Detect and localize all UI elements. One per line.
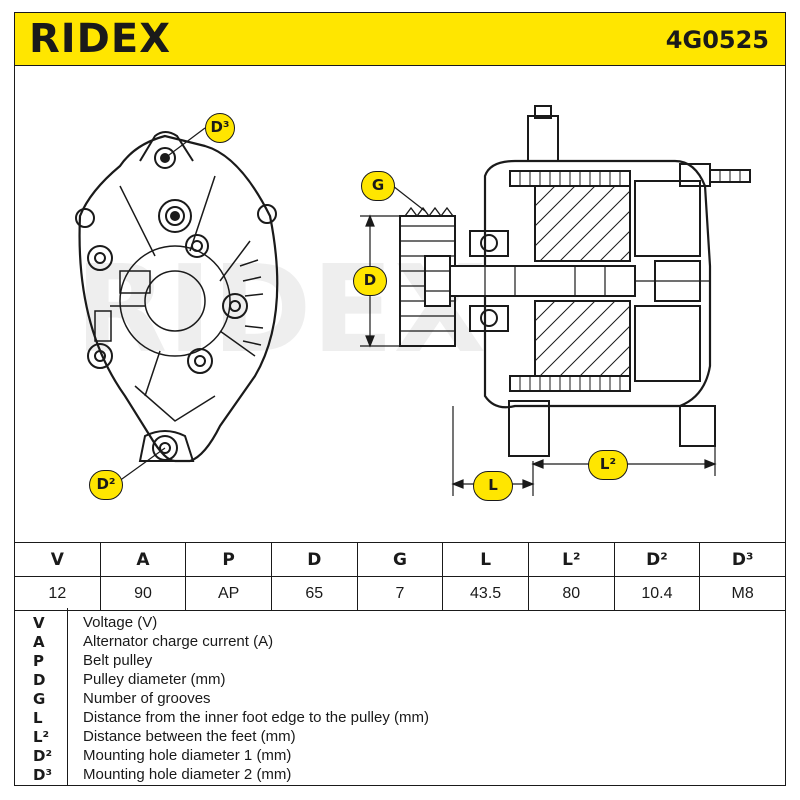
legend-key: D³: [33, 766, 53, 784]
legend-key: G: [33, 690, 46, 708]
spec-value: 12: [14, 576, 101, 611]
label-d3: D³: [205, 113, 235, 143]
legend: V Voltage (V) A Alternator charge curren…: [14, 608, 786, 786]
legend-desc: Distance between the feet (mm): [83, 728, 296, 745]
legend-desc: Belt pulley: [83, 652, 153, 669]
legend-desc: Pulley diameter (mm): [83, 671, 226, 688]
legend-desc: Voltage (V): [83, 614, 158, 631]
spec-header: L: [442, 542, 529, 577]
spec-header: P: [185, 542, 272, 577]
legend-key: D: [33, 671, 46, 689]
spec-value-row: 12 90 AP 65 7 43.5 80 10.4 M8: [14, 576, 786, 611]
legend-key: L: [33, 709, 43, 727]
legend-desc: Mounting hole diameter 2 (mm): [83, 766, 292, 783]
spec-header: G: [356, 542, 444, 577]
spec-header: V: [14, 542, 101, 577]
legend-desc: Mounting hole diameter 1 (mm): [83, 747, 292, 764]
label-d2: D²: [89, 470, 123, 500]
section-view: [399, 105, 751, 457]
alternator-drawing: RIDEX: [15, 66, 785, 542]
legend-key: P: [33, 652, 44, 670]
legend-key: D²: [33, 747, 53, 765]
legend-key: V: [33, 614, 45, 632]
spec-value: AP: [185, 576, 272, 611]
label-d: D: [353, 266, 387, 296]
spec-header: D²: [613, 542, 701, 577]
legend-desc: Alternator charge current (A): [83, 633, 274, 650]
label-l: L: [473, 471, 513, 501]
spec-table: V A P D G L L² D² D³ 12 90 AP 65 7 43.5 …: [14, 542, 786, 611]
part-number: 4G0525: [665, 26, 769, 54]
spec-value: 7: [356, 576, 444, 611]
spec-header: L²: [527, 542, 615, 577]
spec-value: 43.5: [442, 576, 529, 611]
spec-header: D: [270, 542, 358, 577]
alternator-svg: RIDEX: [75, 105, 751, 496]
legend-key: A: [33, 633, 45, 651]
frame-left-border: [14, 66, 15, 786]
header-bar: RIDEX 4G0525: [14, 12, 786, 66]
frame-right-border: [785, 66, 786, 786]
spec-header: D³: [699, 542, 786, 577]
legend-key: L²: [33, 728, 50, 746]
spec-value: M8: [699, 576, 786, 611]
spec-header: A: [99, 542, 187, 577]
label-l2: L²: [588, 450, 628, 480]
label-g: G: [361, 171, 395, 201]
legend-desc: Number of grooves: [83, 690, 211, 707]
brand-logo: RIDEX: [29, 16, 172, 62]
front-view: [75, 131, 279, 463]
spec-value: 80: [527, 576, 615, 611]
legend-desc: Distance from the inner foot edge to the…: [83, 709, 429, 726]
watermark: RIDEX: [75, 241, 486, 380]
spec-value: 10.4: [613, 576, 701, 611]
spec-value: 65: [270, 576, 358, 611]
legend-divider: [67, 608, 68, 786]
spec-header-row: V A P D G L L² D² D³: [14, 542, 786, 577]
spec-value: 90: [99, 576, 187, 611]
